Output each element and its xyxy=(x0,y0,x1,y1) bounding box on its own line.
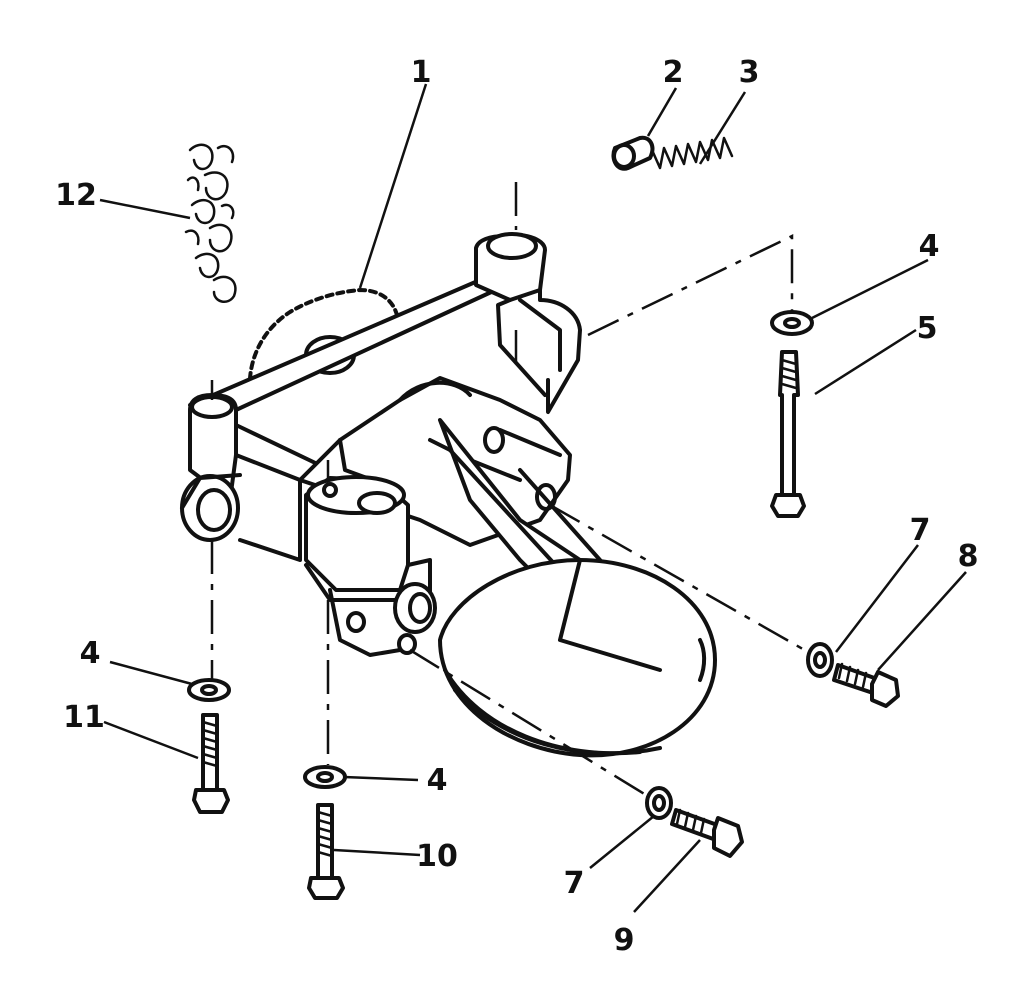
drive-chain xyxy=(184,143,237,304)
pump-body xyxy=(180,232,717,758)
callout-4-top: 4 xyxy=(919,229,940,264)
washer-4-top xyxy=(770,310,814,336)
callout-4-left: 4 xyxy=(80,636,101,671)
relief-valve-plunger xyxy=(611,135,655,171)
callout-3: 3 xyxy=(739,55,760,90)
washer-4-left xyxy=(187,678,231,702)
washer-7-bottom xyxy=(645,786,673,820)
callout-8: 8 xyxy=(958,539,979,574)
callout-7-bottom: 7 xyxy=(564,866,585,901)
bolt-8 xyxy=(832,662,900,708)
callouts: 1 2 3 4 5 12 4 11 4 10 7 8 7 9 xyxy=(55,55,978,958)
washer-4-bottom xyxy=(303,765,347,789)
leader-lines xyxy=(99,83,967,913)
callout-4-bottom: 4 xyxy=(427,763,448,798)
callout-11: 11 xyxy=(63,700,105,735)
bolt-10 xyxy=(307,803,345,900)
washer-7-right xyxy=(806,642,834,678)
callout-2: 2 xyxy=(663,55,684,90)
callout-12: 12 xyxy=(55,178,97,213)
bolt-11 xyxy=(192,713,230,814)
callout-10: 10 xyxy=(416,839,458,874)
callout-9: 9 xyxy=(614,923,635,958)
callout-7-right: 7 xyxy=(910,513,931,548)
relief-valve-spring xyxy=(650,136,734,170)
stud-5 xyxy=(770,350,806,518)
callout-5: 5 xyxy=(917,311,938,346)
assembly-centre-lines xyxy=(210,182,809,797)
bolt-9 xyxy=(670,808,744,858)
callout-1: 1 xyxy=(411,55,432,90)
